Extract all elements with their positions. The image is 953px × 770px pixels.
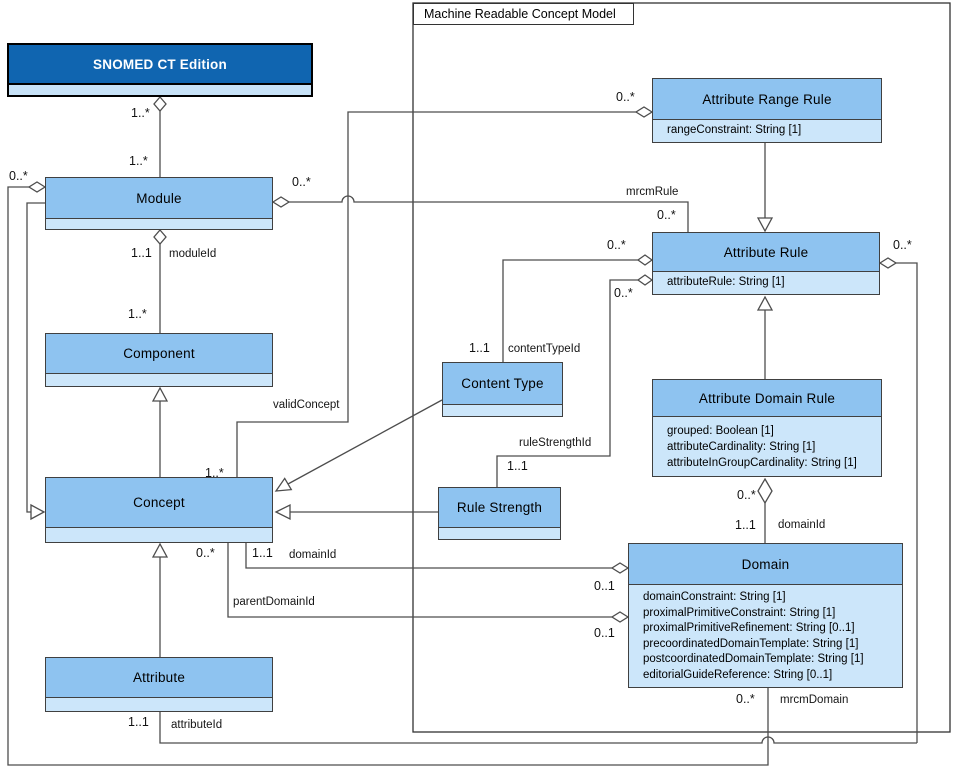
connector-mrcmrule bbox=[271, 195, 689, 232]
class-attribute-range-rule[interactable]: Attribute Range Rule rangeConstraint: St… bbox=[652, 78, 882, 143]
class-content-type[interactable]: Content Type bbox=[442, 362, 563, 417]
class-attribute-range-rule-attrs: rangeConstraint: String [1] bbox=[653, 120, 881, 142]
connector-contenttypeid bbox=[502, 254, 654, 362]
attr-line: postcoordinatedDomainTemplate: String [1… bbox=[643, 653, 864, 665]
label-component-mult: 1..* bbox=[128, 307, 147, 321]
class-concept[interactable]: Concept bbox=[45, 477, 273, 543]
connector-adr-ar-gen bbox=[756, 295, 774, 379]
label-parentdomainid-role: parentDomainId bbox=[233, 596, 315, 608]
attr-line: grouped: Boolean [1] bbox=[667, 425, 774, 437]
class-attribute-range-rule-title: Attribute Range Rule bbox=[653, 79, 881, 120]
label-mrcmrule-mult: 0..* bbox=[657, 208, 676, 222]
attr-line: editorialGuideReference: String [0..1] bbox=[643, 668, 833, 681]
connector-validconcept bbox=[236, 106, 654, 477]
label-mrcmrule-role: mrcmRule bbox=[626, 186, 679, 198]
label-validconcept-role: validConcept bbox=[273, 399, 340, 411]
label-ar-contenttype-mult: 0..* bbox=[607, 238, 626, 252]
class-module[interactable]: Module bbox=[45, 177, 273, 230]
class-content-type-attrs bbox=[443, 405, 562, 416]
label-attributeid-mult: 1..1 bbox=[128, 715, 149, 729]
attr-line: attributeCardinality: String [1] bbox=[667, 441, 816, 453]
connector-moduleid bbox=[153, 229, 167, 333]
class-domain[interactable]: Domain domainConstraint: String [1] prox… bbox=[628, 543, 903, 688]
label-mrcmdomain-role: mrcmDomain bbox=[780, 694, 849, 706]
label-mrcmdomain-mult: 0..* bbox=[736, 692, 755, 706]
class-rule-strength[interactable]: Rule Strength bbox=[438, 487, 561, 540]
class-component-attrs bbox=[46, 374, 272, 386]
connector-attributeid bbox=[159, 257, 918, 744]
class-attribute-domain-rule-title: Attribute Domain Rule bbox=[653, 380, 881, 417]
label-domain-parentdomainid-mult: 0..1 bbox=[594, 626, 615, 640]
connector-arr-ar-gen bbox=[756, 143, 774, 233]
class-rule-strength-title: Rule Strength bbox=[439, 488, 560, 528]
attr-line: precoordinatedDomainTemplate: String [1] bbox=[643, 637, 859, 650]
label-moduleid-mult: 1..1 bbox=[131, 246, 152, 260]
class-domain-attrs: domainConstraint: String [1] proximalPri… bbox=[629, 585, 902, 687]
attr-line: attributeRule: String [1] bbox=[667, 276, 785, 289]
label-contenttypeid-role: contentTypeId bbox=[508, 343, 581, 355]
connector-snomed-module bbox=[153, 96, 167, 177]
label-ar-rulestrength-mult: 0..* bbox=[614, 286, 633, 300]
label-concept-validconcept-mult: 1..* bbox=[205, 466, 224, 480]
class-component-title: Component bbox=[46, 334, 272, 374]
label-adr-domain-mult: 0..* bbox=[737, 488, 756, 502]
class-module-attrs bbox=[46, 219, 272, 229]
label-concept-domainid-mult: 1..1 bbox=[252, 546, 273, 560]
class-attribute-title: Attribute bbox=[46, 658, 272, 698]
class-content-type-title: Content Type bbox=[443, 363, 562, 405]
label-arr-left-mult: 0..* bbox=[616, 90, 635, 104]
label-concept-parentdomain-mult: 0..* bbox=[196, 546, 215, 560]
label-moduleid-role: moduleId bbox=[169, 248, 217, 260]
class-attribute-attrs bbox=[46, 698, 272, 711]
class-rule-strength-attrs bbox=[439, 528, 560, 539]
attr-line: attributeInGroupCardinality: String [1] bbox=[667, 457, 857, 469]
label-adr-domainid-role: domainId bbox=[778, 519, 826, 531]
connector-module-concept-gen bbox=[26, 202, 46, 521]
connector-mrcmdomain bbox=[7, 181, 769, 766]
label-rulestrengthid-mult: 1..1 bbox=[507, 459, 528, 473]
class-domain-title: Domain bbox=[629, 544, 902, 585]
label-adr-domainid-mult: 1..1 bbox=[735, 518, 756, 532]
class-module-title: Module bbox=[46, 178, 272, 219]
class-attribute-domain-rule[interactable]: Attribute Domain Rule grouped: Boolean [… bbox=[652, 379, 882, 477]
class-snomed-ct-edition[interactable]: SNOMED CT Edition bbox=[7, 43, 313, 97]
connector-parentdomainid bbox=[227, 543, 630, 623]
connector-domainid bbox=[245, 543, 630, 574]
class-concept-title: Concept bbox=[46, 478, 272, 528]
class-concept-attrs bbox=[46, 528, 272, 542]
connector-attribute-concept-gen bbox=[151, 542, 169, 657]
label-module-left-mult: 0..* bbox=[9, 169, 28, 183]
frame-title: Machine Readable Concept Model bbox=[413, 3, 634, 25]
label-snomed-module-mult: 1..* bbox=[131, 106, 150, 120]
label-concept-domainid-role: domainId bbox=[289, 549, 337, 561]
label-module-right-mult: 0..* bbox=[292, 175, 311, 189]
connector-rulestrength-concept-gen bbox=[274, 503, 438, 521]
class-snomed-ct-edition-attrs bbox=[9, 85, 311, 95]
connector-adr-domainid bbox=[757, 477, 773, 543]
class-attribute-rule-attrs: attributeRule: String [1] bbox=[653, 272, 879, 294]
label-rulestrengthid-role: ruleStrengthId bbox=[519, 437, 592, 449]
label-module-top-mult: 1..* bbox=[129, 154, 148, 168]
connector-contenttype-concept-gen bbox=[274, 399, 443, 492]
connector-concept-component-gen bbox=[151, 386, 169, 477]
class-component[interactable]: Component bbox=[45, 333, 273, 387]
label-attributeid-role: attributeId bbox=[171, 719, 223, 731]
class-attribute[interactable]: Attribute bbox=[45, 657, 273, 712]
class-snomed-ct-edition-title: SNOMED CT Edition bbox=[9, 45, 311, 85]
label-contenttypeid-mult: 1..1 bbox=[469, 341, 490, 355]
label-ar-right-mult: 0..* bbox=[893, 238, 912, 252]
class-attribute-rule[interactable]: Attribute Rule attributeRule: String [1] bbox=[652, 232, 880, 295]
attr-line: proximalPrimitiveConstraint: String [1] bbox=[643, 606, 836, 619]
label-domain-domainid-mult: 0..1 bbox=[594, 579, 615, 593]
connector-rulestrengthid bbox=[496, 274, 654, 487]
class-attribute-rule-title: Attribute Rule bbox=[653, 233, 879, 272]
attr-line: domainConstraint: String [1] bbox=[643, 591, 786, 603]
attr-line: proximalPrimitiveRefinement: String [0..… bbox=[643, 622, 855, 634]
class-attribute-domain-rule-attrs: grouped: Boolean [1] attributeCardinalit… bbox=[653, 417, 881, 476]
mrcm-frame bbox=[412, 2, 951, 733]
attr-line: rangeConstraint: String [1] bbox=[667, 124, 802, 137]
